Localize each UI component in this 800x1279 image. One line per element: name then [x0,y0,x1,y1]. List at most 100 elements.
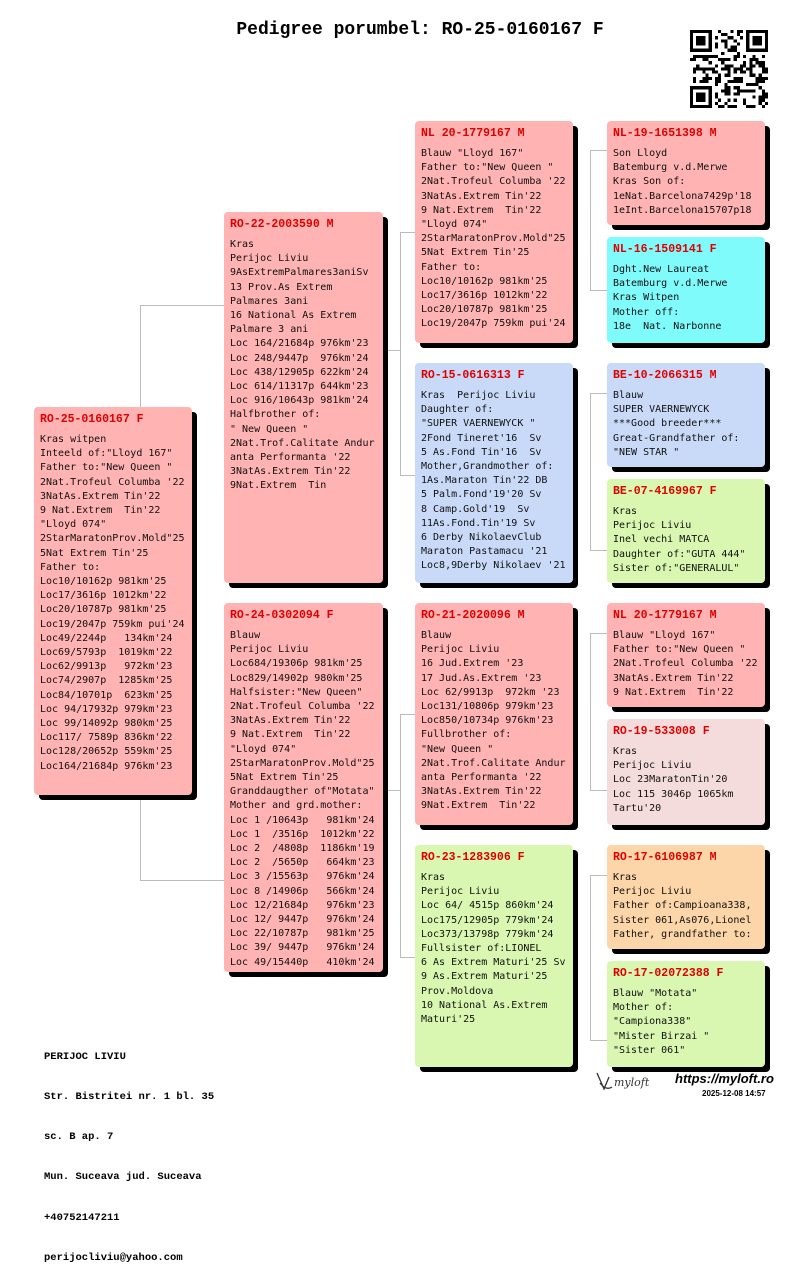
pigeon-info-line: Perijoc Liviu [613,886,692,898]
pigeon-info-line: Loc 8 /14906p 566km'24 [230,885,375,897]
pigeon-info-line: 9 As.Extrem Maturi'25 [421,971,548,983]
pigeon-info-line: Loc49/2244p 134km'24 [40,632,173,644]
pigeon-info-line: Loc128/20652p 559km'25 [40,746,173,758]
connector [590,393,607,394]
pigeon-info-line: 3NatAs.Extrem Tin'22 [421,786,542,798]
pigeon-info-line: Loc 1 /3516p 1012km'22 [230,828,375,840]
pigeon-info-line: Father, grandfather to: [613,928,752,940]
pigeon-info-line: 11As.Fond.Tin'19 Sv [421,517,536,529]
pigeon-info-line: Mother and grd.mother: [230,800,363,812]
pigeon-info-line: Kras [230,239,255,250]
website-link[interactable]: https://myloft.ro [675,1071,774,1086]
pigeon-info-line: anta Performanta '22 [230,452,351,464]
pigeon-info-line: Loc850/10734p 976km'23 [421,715,554,727]
pigeon-info-line: Blauw "Lloyd 167" [613,630,716,641]
pigeon-info-line: "Campiona338" [613,1016,692,1028]
pigeon-info-line: Loc 164/21684p 976km'23 [230,338,369,350]
connector [400,714,415,715]
pigeon-info-line: SUPER VAERNEWYCK [613,404,710,416]
pigeon-info-line: 3NatAs.Extrem Tin'22 [40,490,161,502]
pigeon-info-line: 2StarMaratonProv.Mold"25 [40,533,185,545]
ring-number: RO-22-2003590 M [230,218,334,231]
pigeon-info-line: Batemburg v.d.Merwe [613,162,728,174]
ring-number: NL 20-1779167 M [421,127,525,140]
pigeon-info-line: Loc 115 3046p 1065km [613,788,734,800]
pigeon-info-line: Sister of:"GENERALUL" [613,562,740,574]
connector [400,475,415,476]
pigeon-info-line: "New Queen " [421,743,494,755]
pigeon-info-line: Father to:"New Queen " [613,644,746,656]
pigeon-info-line: Kras [613,872,638,883]
pigeon-info-line: Perijoc Liviu [613,760,692,772]
pigeon-info-line: Kras Perijoc Liviu [421,390,536,401]
pigeon-info-line: 5Nat Extrem Tin'25 [230,772,339,784]
pigeon-info-line: 9 Nat.Extrem Tin'22 [40,505,161,517]
pigeon-info-line: Father to: [40,561,101,573]
pigeon-info-line: Father to:"New Queen " [40,462,173,474]
ring-number: RO-17-6106987 M [613,851,717,864]
pigeon-info-line: Daughter of:"GUTA 444" [613,548,746,560]
pigeon-info-line: Tartu'20 [613,802,662,814]
print-date: 2025-12-08 14:57 [702,1089,766,1098]
pigeon-info-line: Loc 99/14092p 980km'25 [40,718,173,730]
connector [400,232,415,233]
owner-email: perijocliviu@yahoo.com [44,1251,183,1264]
pigeon-info-line: Loc62/9913p 972km'23 [40,661,173,673]
pigeon-info-line: 1As.Maraton Tin'22 DB [421,475,548,487]
ring-number: RO-23-1283906 F [421,851,525,864]
pigeon-info-line: Palmare 3 ani [230,324,309,336]
pigeon-info-line: 3NatAs.Extrem Tin'22 [613,672,734,684]
connector [590,875,591,1040]
connector [383,350,400,351]
pigeon-info-line: Loc 438/12905p 622km'24 [230,366,369,378]
pigeon-info-line: 3NatAs.Extrem Tin'22 [421,190,542,202]
pigeon-info-line: Mother,Grandmother of: [421,461,554,473]
pigeon-info-line: Palmares 3ani [230,295,309,307]
pigeon-info-line: Loc8,9Derby Nikolaev '21 [421,560,566,572]
owner-phone: +40752147211 [44,1211,120,1224]
pigeon-info-line: 6 As Extrem Maturi'25 Sv [421,957,566,969]
ring-number: NL-19-1651398 M [613,127,717,140]
pigeon-info-line: 9 Nat.Extrem Tin'22 [613,686,734,698]
pigeon-info-line: 9 Nat.Extrem Tin'22 [421,204,542,216]
connector [400,957,415,958]
pigeon-info-line: 5Nat Extrem Tin'25 [421,247,530,259]
pigeon-info-line: Loc 39/ 9447p 976km'24 [230,942,375,954]
pigeon-info-line: Loc373/13798p 779km'24 [421,928,554,940]
pigeon-info-line: Loc17/3616p 1012km'22 [421,290,548,302]
pigeon-info-line: 2Nat.Trof.Calitate Andur [230,437,375,449]
pigeon-info-line: 2StarMaratonProv.Mold"25 [421,233,566,245]
pigeon-info-line: Fullsister of:LIONEL [421,943,542,955]
pigeon-info-line: Loc 23MaratonTin'20 [613,774,728,786]
pigeon-info-line: Sister 061,As076,Lionel [613,914,752,926]
ring-number: RO-17-02072388 F [613,967,724,980]
pigeon-info-line: "SUPER VAERNEWYCK " [421,418,536,430]
pigeon-info-line: Kras [421,872,446,883]
pigeon-info-line: Batemburg v.d.Merwe [613,278,728,290]
connector [590,633,591,790]
pigeon-info-line: Loc69/5793p 1019km'22 [40,647,173,659]
connector [590,150,591,290]
pigeon-info-line: Prov.Moldova [421,985,494,997]
pigeon-info-line: Loc 12/ 9447p 976km'24 [230,914,375,926]
pigeon-info-line: Loc20/10787p 981km'25 [40,604,167,616]
pigeon-info-line: Mother off: [613,306,680,318]
pigeon-info-line: Loc175/12905p 779km'24 [421,914,554,926]
address-line: Str. Bistritei nr. 1 bl. 35 [44,1091,215,1104]
pigeon-info-line: 10 National As.Extrem [421,999,548,1011]
